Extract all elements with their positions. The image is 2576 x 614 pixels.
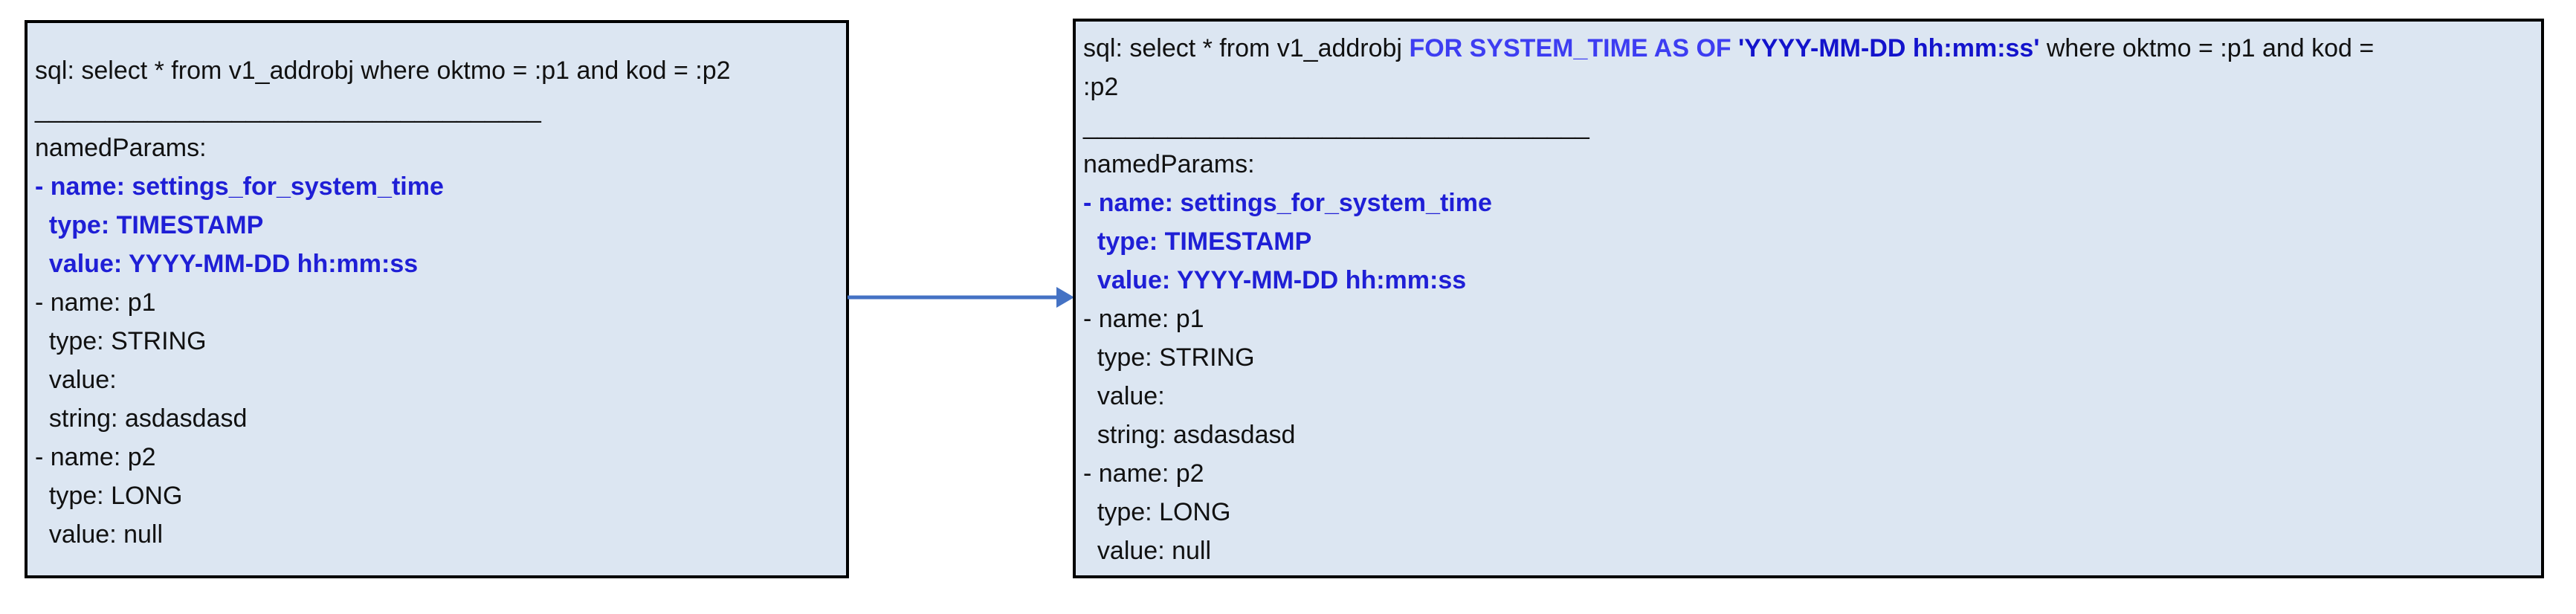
text-line: namedParams:: [1083, 145, 2534, 184]
text-line: - name: p2: [1083, 454, 2534, 493]
text-segment-plain: :p2: [1083, 73, 1119, 101]
text-line: value: YYYY-MM-DD hh:mm:ss: [35, 245, 839, 283]
text-segment-plain: namedParams:: [35, 134, 207, 162]
text-segment-plain: type: LONG: [35, 482, 183, 510]
text-segment-ts: 'YYYY-MM-DD hh:mm:ss': [1738, 34, 2040, 62]
text-line: :p2: [1083, 68, 2534, 106]
text-segment-plain: string: asdasdasd: [35, 404, 248, 433]
text-line: ____________________________________: [35, 90, 839, 129]
text-line: value:: [35, 361, 839, 399]
text-line: value: null: [35, 515, 839, 554]
text-segment-plain: string: asdasdasd: [1083, 421, 1296, 449]
text-line: - name: settings_for_system_time: [35, 167, 839, 206]
text-segment-param: value: YYYY-MM-DD hh:mm:ss: [35, 250, 419, 278]
sql-box-after: sql: select * from v1_addrobj FOR SYSTEM…: [1073, 19, 2544, 578]
arrow-head-icon: [1056, 287, 1074, 308]
text-segment-plain: type: LONG: [1083, 498, 1231, 526]
text-line: type: STRING: [35, 322, 839, 361]
text-line: type: TIMESTAMP: [1083, 222, 2534, 261]
text-segment-plain: value:: [1083, 382, 1165, 410]
text-segment-plain: value: null: [1083, 537, 1212, 565]
text-line: - name: p1: [1083, 300, 2534, 338]
text-segment-plain: - name: p2: [35, 443, 156, 471]
text-line: type: TIMESTAMP: [35, 206, 839, 245]
text-line: string: asdasdasd: [35, 399, 839, 438]
sql-box-before: sql: select * from v1_addrobj where oktm…: [25, 20, 849, 578]
text-segment-plain: - name: p1: [1083, 305, 1204, 333]
text-segment-plain: type: STRING: [35, 327, 207, 355]
text-line: - name: p2: [35, 438, 839, 476]
text-segment-plain: ____________________________________: [35, 95, 541, 123]
text-segment-plain: value:: [35, 366, 117, 394]
flow-arrow: [848, 287, 1074, 308]
text-segment-plain: value: null: [35, 520, 164, 549]
text-segment-plain: sql: select * from v1_addrobj: [1083, 34, 1410, 62]
text-line: sql: select * from v1_addrobj where oktm…: [35, 51, 839, 90]
text-segment-param: type: TIMESTAMP: [35, 211, 264, 239]
text-line: ____________________________________: [1083, 106, 2534, 145]
text-line: type: STRING: [1083, 338, 2534, 377]
text-segment-plain: namedParams:: [1083, 150, 1255, 178]
text-line: value: YYYY-MM-DD hh:mm:ss: [1083, 261, 2534, 300]
text-segment-param: - name: settings_for_system_time: [1083, 189, 1492, 217]
text-segment-plain: sql: select * from v1_addrobj where oktm…: [35, 56, 731, 85]
text-segment-plain: where oktmo = :p1 and kod =: [2039, 34, 2375, 62]
text-line: sql: select * from v1_addrobj FOR SYSTEM…: [1083, 29, 2534, 68]
text-segment-param: - name: settings_for_system_time: [35, 172, 444, 201]
text-segment-plain: ____________________________________: [1083, 112, 1589, 140]
text-segment-plain: type: STRING: [1083, 343, 1255, 372]
text-segment-plain: - name: p2: [1083, 459, 1204, 488]
text-line: string: asdasdasd: [1083, 416, 2534, 454]
text-line: type: LONG: [1083, 493, 2534, 531]
text-segment-plain: - name: p1: [35, 288, 156, 317]
text-line: - name: p1: [35, 283, 839, 322]
text-segment-param: value: YYYY-MM-DD hh:mm:ss: [1083, 266, 1467, 294]
text-segment-accent: FOR SYSTEM_TIME AS OF: [1409, 34, 1739, 62]
text-line: type: LONG: [35, 476, 839, 515]
text-segment-param: type: TIMESTAMP: [1083, 227, 1312, 256]
text-line: namedParams:: [35, 129, 839, 167]
text-line: value: null: [1083, 531, 2534, 570]
text-line: value:: [1083, 377, 2534, 416]
text-line: - name: settings_for_system_time: [1083, 184, 2534, 222]
